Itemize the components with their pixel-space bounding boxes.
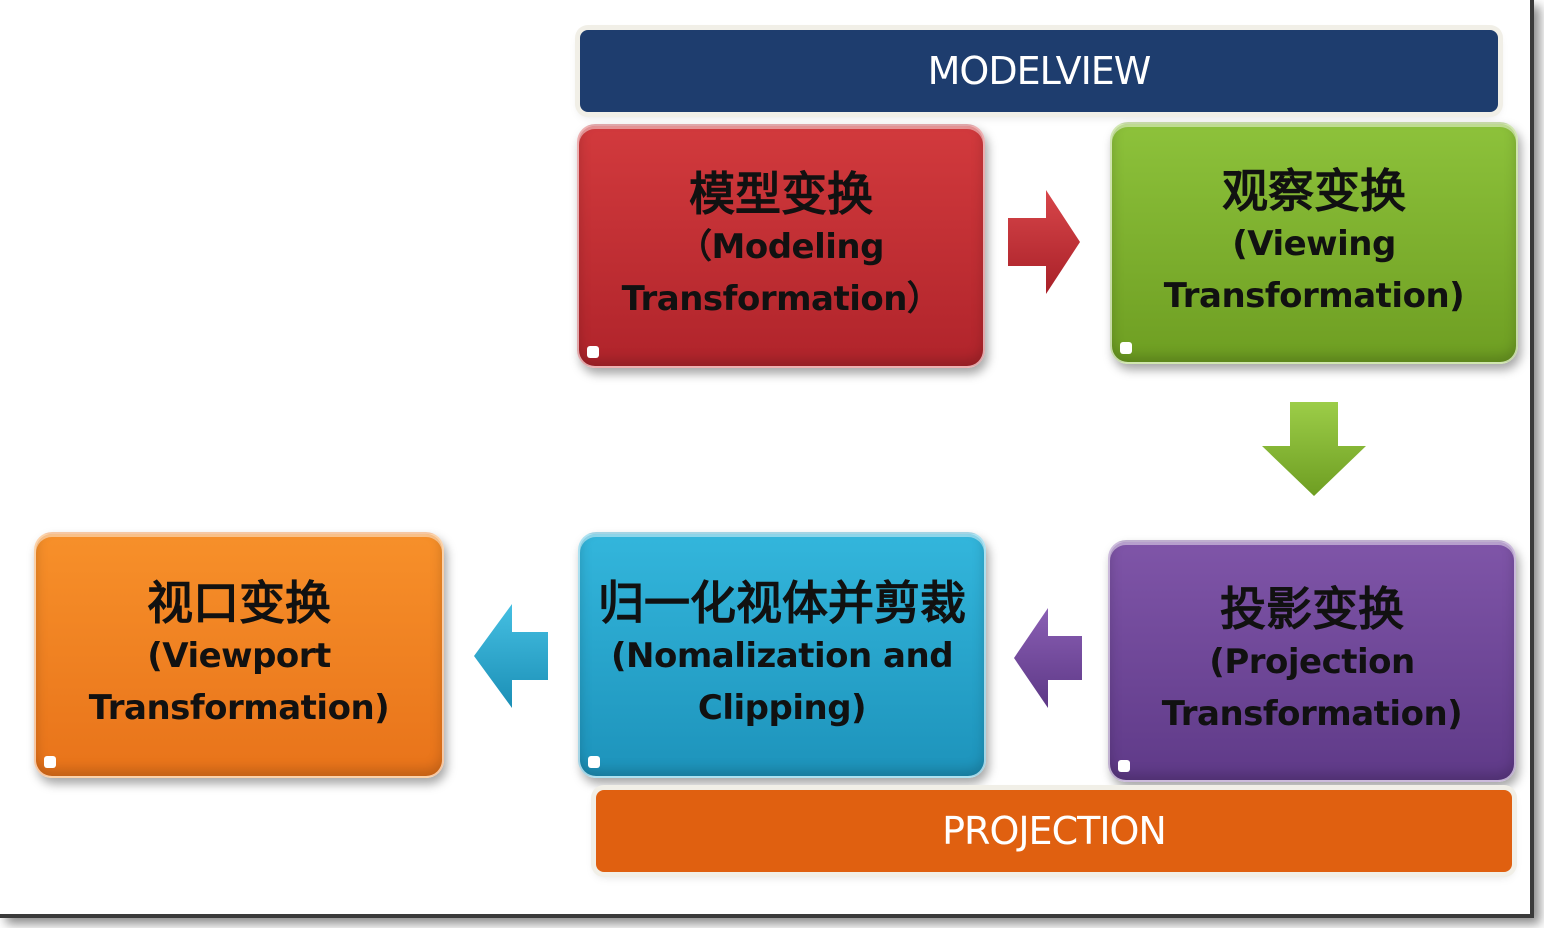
stage-viewing-transformation: 观察变换 (Viewing Transformation) — [1110, 122, 1518, 364]
arrow-down-icon — [1262, 402, 1366, 496]
stage-title-zh: 视口变换 — [147, 576, 331, 630]
stage-title-en-line1: (Projection — [1209, 642, 1415, 682]
stage-projection-transformation: 投影变换 (Projection Transformation) — [1108, 540, 1516, 782]
stage-title-en-line1: (Viewport — [147, 636, 331, 676]
stage-title-en-line2: Transformation) — [1163, 276, 1465, 316]
corner-dot — [44, 756, 56, 768]
stage-normalization-clipping: 归一化视体并剪裁 (Nomalization and Clipping) — [578, 532, 986, 778]
stage-title-en-line2: Transformation) — [1161, 694, 1463, 734]
stage-title-en-line1: (Viewing — [1232, 224, 1396, 264]
stage-viewport-transformation: 视口变换 (Viewport Transformation) — [34, 532, 444, 778]
stage-title-en-line1: (Nomalization and — [610, 636, 954, 676]
stage-title-en-line2: Clipping) — [697, 688, 867, 728]
corner-dot — [1120, 342, 1132, 354]
arrow-right-icon — [1008, 190, 1080, 294]
stage-modeling-transformation: 模型变换 （Modeling Transformation） — [577, 124, 985, 368]
modelview-banner: MODELVIEW — [580, 30, 1498, 112]
stage-title-zh: 模型变换 — [689, 167, 873, 221]
stage-title-zh: 观察变换 — [1222, 164, 1406, 218]
stage-title-en-line2: Transformation） — [621, 279, 941, 319]
corner-dot — [587, 346, 599, 358]
stage-title-en-line2: Transformation) — [88, 688, 390, 728]
arrow-left-icon — [1014, 608, 1082, 708]
corner-dot — [588, 756, 600, 768]
stage-title-zh: 投影变换 — [1220, 582, 1404, 636]
arrow-left-icon — [474, 604, 548, 708]
stage-title-en-line1: （Modeling — [678, 227, 884, 267]
corner-dot — [1118, 760, 1130, 772]
projection-banner: PROJECTION — [596, 790, 1512, 872]
stage-title-zh: 归一化视体并剪裁 — [598, 576, 966, 630]
